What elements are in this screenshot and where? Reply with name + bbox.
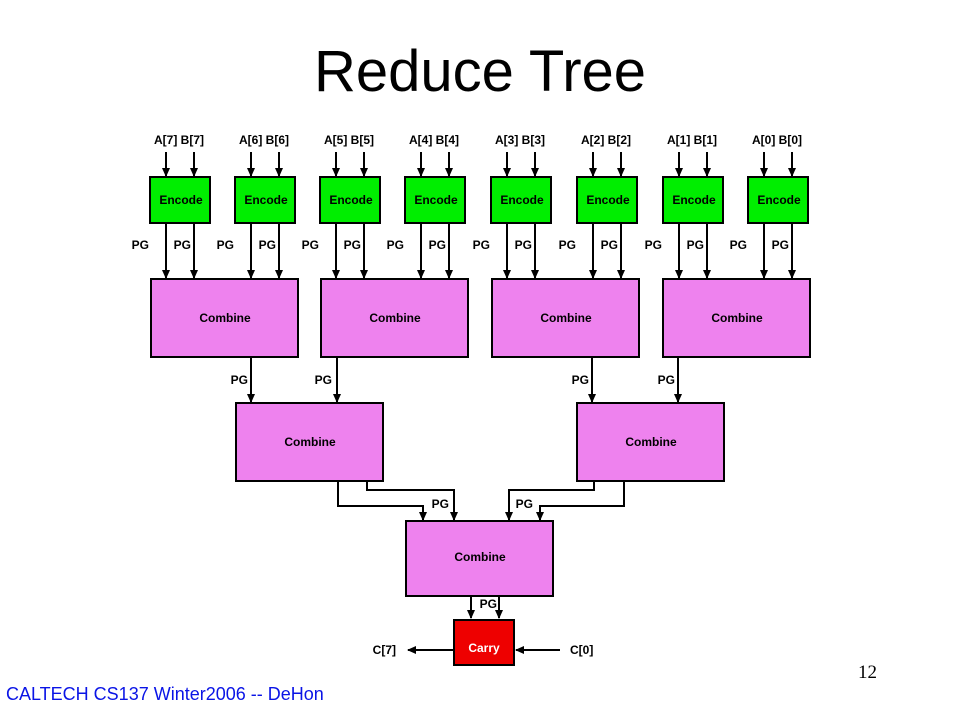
pg-label: PG [687,238,704,252]
combine-label: Combine [369,311,421,325]
combine-label: Combine [199,311,251,325]
encode-block [404,176,466,224]
pg-label: PG [473,238,490,252]
combine-block [405,520,554,597]
pg-label: PG [315,373,332,387]
combine-block [150,278,299,358]
input-label: A[6] B[6] [239,133,289,147]
encode-label: Encode [500,193,544,207]
encode-block [490,176,552,224]
pg-arrow [505,481,595,521]
input-label: A[2] B[2] [581,133,631,147]
encode-block [662,176,724,224]
encode-block [234,176,296,224]
input-label: A[5] B[5] [324,133,374,147]
pg-label: PG [730,238,747,252]
combine-block [576,402,725,482]
pg-arrow [366,481,458,521]
encode-label: Encode [159,193,203,207]
carry-label: Carry [468,641,500,655]
wires [162,152,796,654]
input-label: A[4] B[4] [409,133,459,147]
encode-block [319,176,381,224]
slide-title: Reduce Tree [313,39,647,104]
pg-label: PG [601,238,618,252]
footer-credit: CALTECH CS137 Winter2006 -- DeHon [6,684,324,704]
combine-label: Combine [454,550,506,564]
encode-label: Encode [757,193,801,207]
encode-label: Encode [672,193,716,207]
combine-label: Combine [284,435,336,449]
combine-block [662,278,811,358]
pg-label: PG [658,373,675,387]
carry-block [453,619,515,666]
input-label: A[0] B[0] [752,133,802,147]
encode-label: Encode [586,193,630,207]
combine-block [320,278,469,358]
input-label: A[7] B[7] [154,133,204,147]
pg-label: PG [132,238,149,252]
pg-label: PG [387,238,404,252]
pg-label: PG [302,238,319,252]
encode-label: Encode [244,193,288,207]
combine-block [235,402,384,482]
pg-arrow [536,481,625,521]
input-label: A[3] B[3] [495,133,545,147]
encode-block [576,176,638,224]
encode-block [747,176,809,224]
pg-label: PG [259,238,276,252]
pg-label: PG [772,238,789,252]
combine-block [491,278,640,358]
combine-label: Combine [540,311,592,325]
pg-label: PG [645,238,662,252]
carry-in-label: C[0] [570,643,593,657]
encode-label: Encode [329,193,373,207]
pg-label: PG [217,238,234,252]
combine-label: Combine [625,435,677,449]
pg-label: PG [572,373,589,387]
pg-arrow [337,481,427,521]
input-label: A[1] B[1] [667,133,717,147]
pg-label: PG [480,597,497,611]
carry-out-label: C[7] [373,643,396,657]
blocks [149,176,811,666]
pg-label: PG [344,238,361,252]
pg-label: PG [559,238,576,252]
pg-label: PG [515,238,532,252]
pg-label: PG [174,238,191,252]
pg-label: PG [429,238,446,252]
pg-label: PG [432,497,449,511]
encode-block [149,176,211,224]
combine-label: Combine [711,311,763,325]
encode-label: Encode [414,193,458,207]
pg-label: PG [231,373,248,387]
page-number: 12 [858,662,877,683]
pg-label: PG [516,497,533,511]
